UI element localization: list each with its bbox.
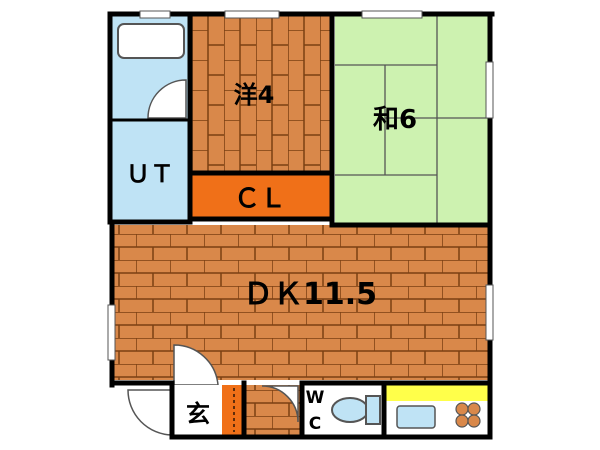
japanese-room-label: 和6 <box>373 105 417 135</box>
walls <box>107 11 495 440</box>
kitchen-counter <box>386 385 490 435</box>
bath-door <box>147 79 187 119</box>
western-room <box>192 15 332 173</box>
toilet-label-c: C <box>309 414 321 434</box>
closet <box>192 175 330 217</box>
toilet-tank <box>365 395 381 425</box>
toilet-bowl <box>331 397 369 423</box>
entrance <box>127 385 244 436</box>
western-room-label: 洋4 <box>234 81 275 109</box>
unit-bath-label: ＵＴ <box>126 160 174 188</box>
unit-bath <box>110 15 190 220</box>
entrance-label: 玄 <box>186 400 210 428</box>
closet-label: ＣＬ <box>234 184 286 214</box>
toilet-label-w: W <box>306 388 325 408</box>
stove-icon <box>455 402 481 428</box>
dining-kitchen-label: ＤＫ11.5 <box>243 277 377 312</box>
japanese-room <box>335 15 488 223</box>
entrance-door <box>173 344 219 386</box>
bathtub <box>117 23 185 59</box>
toilet-room <box>304 385 384 435</box>
windows <box>107 10 494 361</box>
sink <box>396 405 436 429</box>
